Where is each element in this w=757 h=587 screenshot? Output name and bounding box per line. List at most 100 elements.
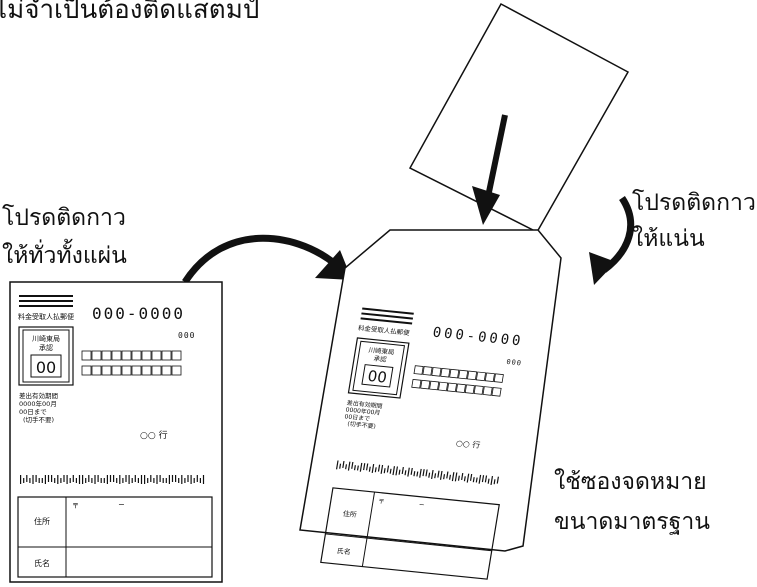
barcode-bar — [437, 470, 440, 478]
barcode-bar — [339, 463, 342, 469]
barcode-bar — [496, 476, 499, 484]
envelope-line2: ขนาดมาตรฐาน — [554, 509, 710, 535]
barcode-bar — [41, 478, 43, 483]
barcode-bar — [377, 464, 381, 472]
barcode-bar — [434, 473, 437, 479]
barcode-bar — [413, 471, 416, 477]
insert-arrow-head — [472, 186, 500, 225]
barcode-bar — [159, 475, 161, 482]
barcode-bar — [125, 475, 127, 482]
barcode-bar — [335, 460, 339, 470]
barcode-bar — [487, 478, 490, 484]
barcode-bar — [82, 475, 84, 484]
barcode-bar — [38, 478, 40, 483]
barcode-bar — [199, 478, 201, 483]
glue-tight-line2: ให้แน่น — [632, 225, 705, 252]
expiry-line2-folded: 0000年00月 — [345, 406, 381, 417]
address-digit-boxes — [81, 350, 182, 376]
address-label-folded: 住所 — [342, 509, 357, 519]
standard-envelope-label: ใช้ซองจดหมาย ขนาดมาตรฐาน — [554, 468, 710, 535]
barcode-bar — [32, 475, 34, 484]
barcode-bar — [410, 467, 413, 475]
barcode-bar — [94, 475, 96, 484]
barcode-bar — [51, 475, 53, 482]
approval-number: 00 — [36, 358, 56, 377]
barcode-bar — [416, 471, 419, 477]
customer-barcode-folded — [335, 460, 499, 485]
barcode-bar — [395, 466, 399, 476]
barcode-bar — [196, 475, 198, 482]
barcode-bar — [60, 478, 62, 483]
barcode-bar — [156, 475, 158, 484]
barcode-bar — [122, 478, 124, 483]
expiry-line3-folded: 00日まで — [344, 413, 371, 422]
barcode-bar — [386, 465, 390, 473]
envelope — [408, 2, 630, 233]
glue-tightly-label: โปรดติดกาว ให้แน่น — [632, 189, 756, 252]
barcode-bar — [202, 475, 205, 484]
barcode-bar — [478, 474, 482, 484]
envelope-line1: ใช้ซองจดหมาย — [554, 468, 707, 495]
barcode-bar — [165, 478, 167, 483]
barcode-bar — [383, 468, 386, 474]
expiry-line3: 00日まで — [19, 408, 47, 416]
flat-postcard: 料金受取人払郵便 000-0000 000 川崎東局 承認 00 差出有効期間 … — [9, 281, 223, 583]
barcode-bar — [472, 477, 475, 483]
barcode-bar — [162, 478, 164, 483]
barcode-bar — [401, 467, 404, 475]
barcode-bar — [153, 478, 155, 483]
postal-mark-folded: 〒 — [377, 497, 385, 506]
barcode-bar — [35, 475, 37, 482]
barcode-bar — [184, 478, 186, 483]
office-line1: 川崎東局 — [32, 334, 60, 343]
barcode-bar — [128, 475, 130, 484]
barcode-bar — [103, 478, 105, 483]
barcode-bar — [404, 470, 407, 476]
office-line1-folded: 川崎東局 — [368, 345, 395, 356]
barcode-bar — [451, 472, 455, 482]
barcode-bar — [97, 475, 99, 482]
barcode-bar — [91, 478, 93, 483]
address-label: 住所 — [34, 516, 50, 526]
barcode-bar — [57, 475, 59, 484]
barcode-bar — [392, 466, 396, 476]
barcode-bar — [366, 463, 369, 471]
barcode-bar — [484, 475, 488, 483]
small-code-folded: 000 — [506, 358, 523, 367]
expiry-line4-folded: (切手不要) — [347, 420, 377, 431]
barcode-bar — [44, 475, 46, 484]
barcode-bar — [181, 475, 183, 484]
barcode-bar — [353, 465, 356, 471]
barcode-bar — [428, 472, 431, 478]
barcode-bar — [171, 475, 174, 482]
barcode-bar — [461, 473, 464, 481]
expiry-line4: (切手不要) — [23, 415, 54, 424]
barcode-bar — [187, 475, 189, 482]
barcode-bar — [144, 475, 146, 484]
barcode-bar — [457, 475, 460, 481]
barcode-bar — [398, 469, 401, 475]
insert-arrow-shaft — [486, 114, 508, 193]
barcode-bar — [168, 475, 170, 484]
barcode-bar — [466, 473, 470, 483]
barcode-bar — [347, 461, 351, 471]
barcode-bar — [363, 463, 366, 471]
glue-tightly-arrowhead — [589, 252, 616, 285]
barcode-bar — [439, 470, 443, 480]
barcode-bar — [368, 466, 371, 472]
barcode-bar — [469, 473, 473, 481]
barcode-bar — [351, 461, 354, 469]
expiry-line1: 差出有効期間 — [19, 391, 58, 400]
office-line2: 承認 — [39, 343, 53, 352]
address-digit-boxes-folded — [411, 365, 504, 397]
glue-tight-line1: โปรดติดกาว — [632, 189, 756, 216]
barcode-bar — [342, 461, 345, 469]
barcode-bar — [345, 464, 348, 470]
barcode-bar — [150, 475, 152, 482]
customer-barcode — [20, 475, 205, 484]
glue-whole-line1: โปรดติดกาว — [2, 204, 126, 231]
name-label-folded: 氏名 — [336, 546, 351, 556]
move-to-envelope-arrow — [182, 234, 343, 284]
barcode-bar — [371, 464, 375, 473]
